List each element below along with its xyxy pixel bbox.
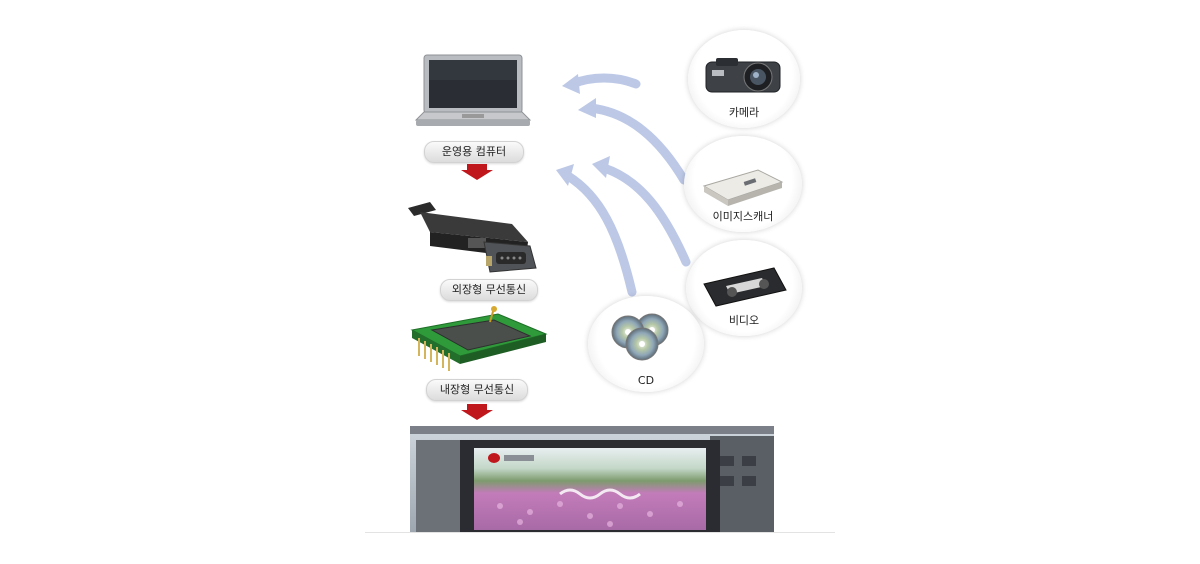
arrow-camera-head	[562, 74, 580, 94]
camera-label: 카메라	[728, 106, 760, 119]
arrow-cd-head	[556, 164, 574, 186]
scanner-icon	[702, 169, 784, 206]
divider-line	[365, 532, 835, 533]
cd-label: CD	[637, 374, 655, 387]
led-billboard-photo	[410, 426, 774, 532]
external-wireless-image	[400, 198, 546, 280]
arrow-scanner	[585, 103, 689, 185]
arrow-video	[599, 163, 691, 267]
arrow-video-head	[592, 156, 610, 178]
cd-circle: CD	[588, 296, 704, 392]
wireless-board-icon	[410, 306, 548, 371]
wireless-modem-icon	[408, 202, 537, 273]
external-wireless-label: 외장형 무선통신	[440, 279, 538, 301]
video-label: 비디오	[728, 314, 760, 327]
cd-icon	[611, 313, 669, 361]
laptop-icon	[414, 54, 532, 126]
camera-icon	[705, 58, 781, 93]
videotape-icon	[703, 267, 787, 307]
arrow-cd	[563, 171, 637, 297]
internal-wireless-image	[402, 304, 552, 380]
video-circle: 비디오	[686, 240, 802, 336]
arrow-scanner-head	[578, 98, 596, 118]
laptop-image	[414, 52, 532, 130]
camera-circle: 카메라	[688, 30, 800, 128]
arrow-camera	[567, 73, 641, 89]
led-display-photo	[410, 426, 774, 532]
scanner-label: 이미지스캐너	[712, 210, 774, 223]
internal-wireless-label: 내장형 무선통신	[426, 379, 528, 401]
scanner-circle: 이미지스캐너	[684, 136, 802, 232]
computer-label: 운영용 컴퓨터	[424, 141, 524, 163]
